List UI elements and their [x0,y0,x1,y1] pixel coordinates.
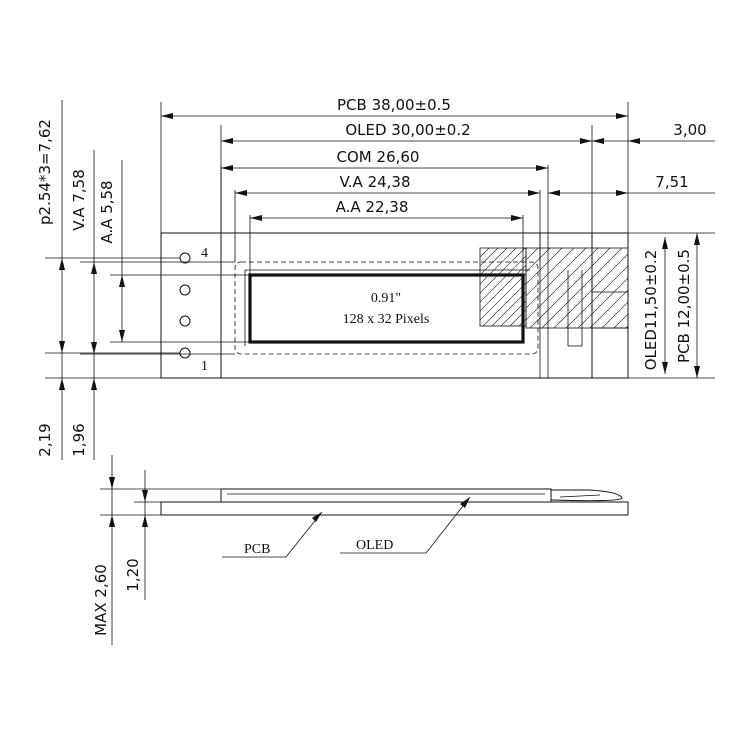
hatch-line [600,248,678,326]
hatch-line [555,248,633,326]
hatch-line [686,248,750,328]
hatch-line [526,248,563,285]
hatch-line [589,289,628,328]
pcb-height-dim: PCB 12,00±0.5 [675,249,693,363]
aa-height-dim: A.A 5,58 [98,180,116,243]
hatch-line [480,248,508,276]
hatch-line [529,248,611,328]
hatch-line [526,248,587,309]
oled-length-dim: OLED 30,00±0.2 [345,121,470,139]
hatch-line [601,301,628,328]
side-flex [550,489,623,502]
hatch-line [526,248,551,273]
right-offset-2-dim: 7,51 [655,173,688,191]
hatch-line [698,248,750,328]
side-view: MAX 2,60 1,20 PCB OLED [92,455,629,645]
hatch-line [526,248,599,321]
side-pcb [160,501,629,516]
active-area-frame [248,273,525,344]
pcb-leader-label: PCB [244,542,270,557]
top-view: 0.91" 128 x 32 Pixels 4 1 [160,232,750,379]
pitch-dim: p2.54*3=7,62 [36,119,54,225]
bottom-offset-1-dim: 2,19 [36,423,54,456]
hatch-line [565,265,628,328]
hatch-line [577,277,628,328]
hatch-line [526,248,575,297]
com-length-dim: COM 26,60 [337,148,420,166]
hatch-line [613,313,628,328]
pin-3-hole [179,284,191,296]
hatch-line [491,291,526,326]
hatch-line [480,248,517,285]
hatch-line [553,253,628,328]
hatch-line [564,248,642,326]
hatch-line [662,248,742,328]
hatch-line [518,318,526,326]
hatch-line [546,248,624,326]
va-height-dim: V.A 7,58 [70,169,88,231]
hatch-line [480,264,526,312]
hatch-line [625,325,628,328]
right-offset-1-dim: 3,00 [673,121,706,139]
oled-height-dim: OLED11,50±0.2 [642,250,660,371]
display-resolution-label: 128 x 32 Pixels [343,312,430,327]
hatch-line [480,255,526,303]
right-dimensions: OLED11,50±0.2 PCB 12,00±0.5 [628,232,715,379]
top-dimensions: PCB 38,00±0.5 OLED 30,00±0.2 3,00 COM 26… [160,96,715,275]
pin-first-label: 1 [201,359,208,374]
bottom-offset-2-dim: 1,96 [70,423,88,456]
aa-length-dim: A.A 22,38 [336,198,409,216]
pin-2-hole [179,315,191,327]
max-thickness-dim: MAX 2,60 [92,564,110,636]
pin-last-label: 4 [201,246,208,261]
pin-1-hole [179,347,191,359]
hatch-line [480,248,499,267]
hatch-line [480,273,526,321]
left-dimensions: p2.54*3=7,62 V.A 7,58 A.A 5,58 2,19 1,96 [36,100,250,460]
hatch-line [573,248,651,326]
flex-connector-hatch [479,247,750,347]
pcb-thickness-dim: 1,20 [124,558,142,591]
pcb-length-dim: PCB 38,00±0.5 [337,96,451,114]
hatch-line [500,300,526,326]
hatch-line [482,282,526,326]
hatch-line [509,309,526,326]
pin-4-hole [179,252,191,264]
hatch-line [480,248,526,294]
side-oled [220,488,552,503]
display-size-label: 0.91" [371,291,401,306]
va-length-dim: V.A 24,38 [339,173,410,191]
oled-leader-label: OLED [356,538,393,553]
